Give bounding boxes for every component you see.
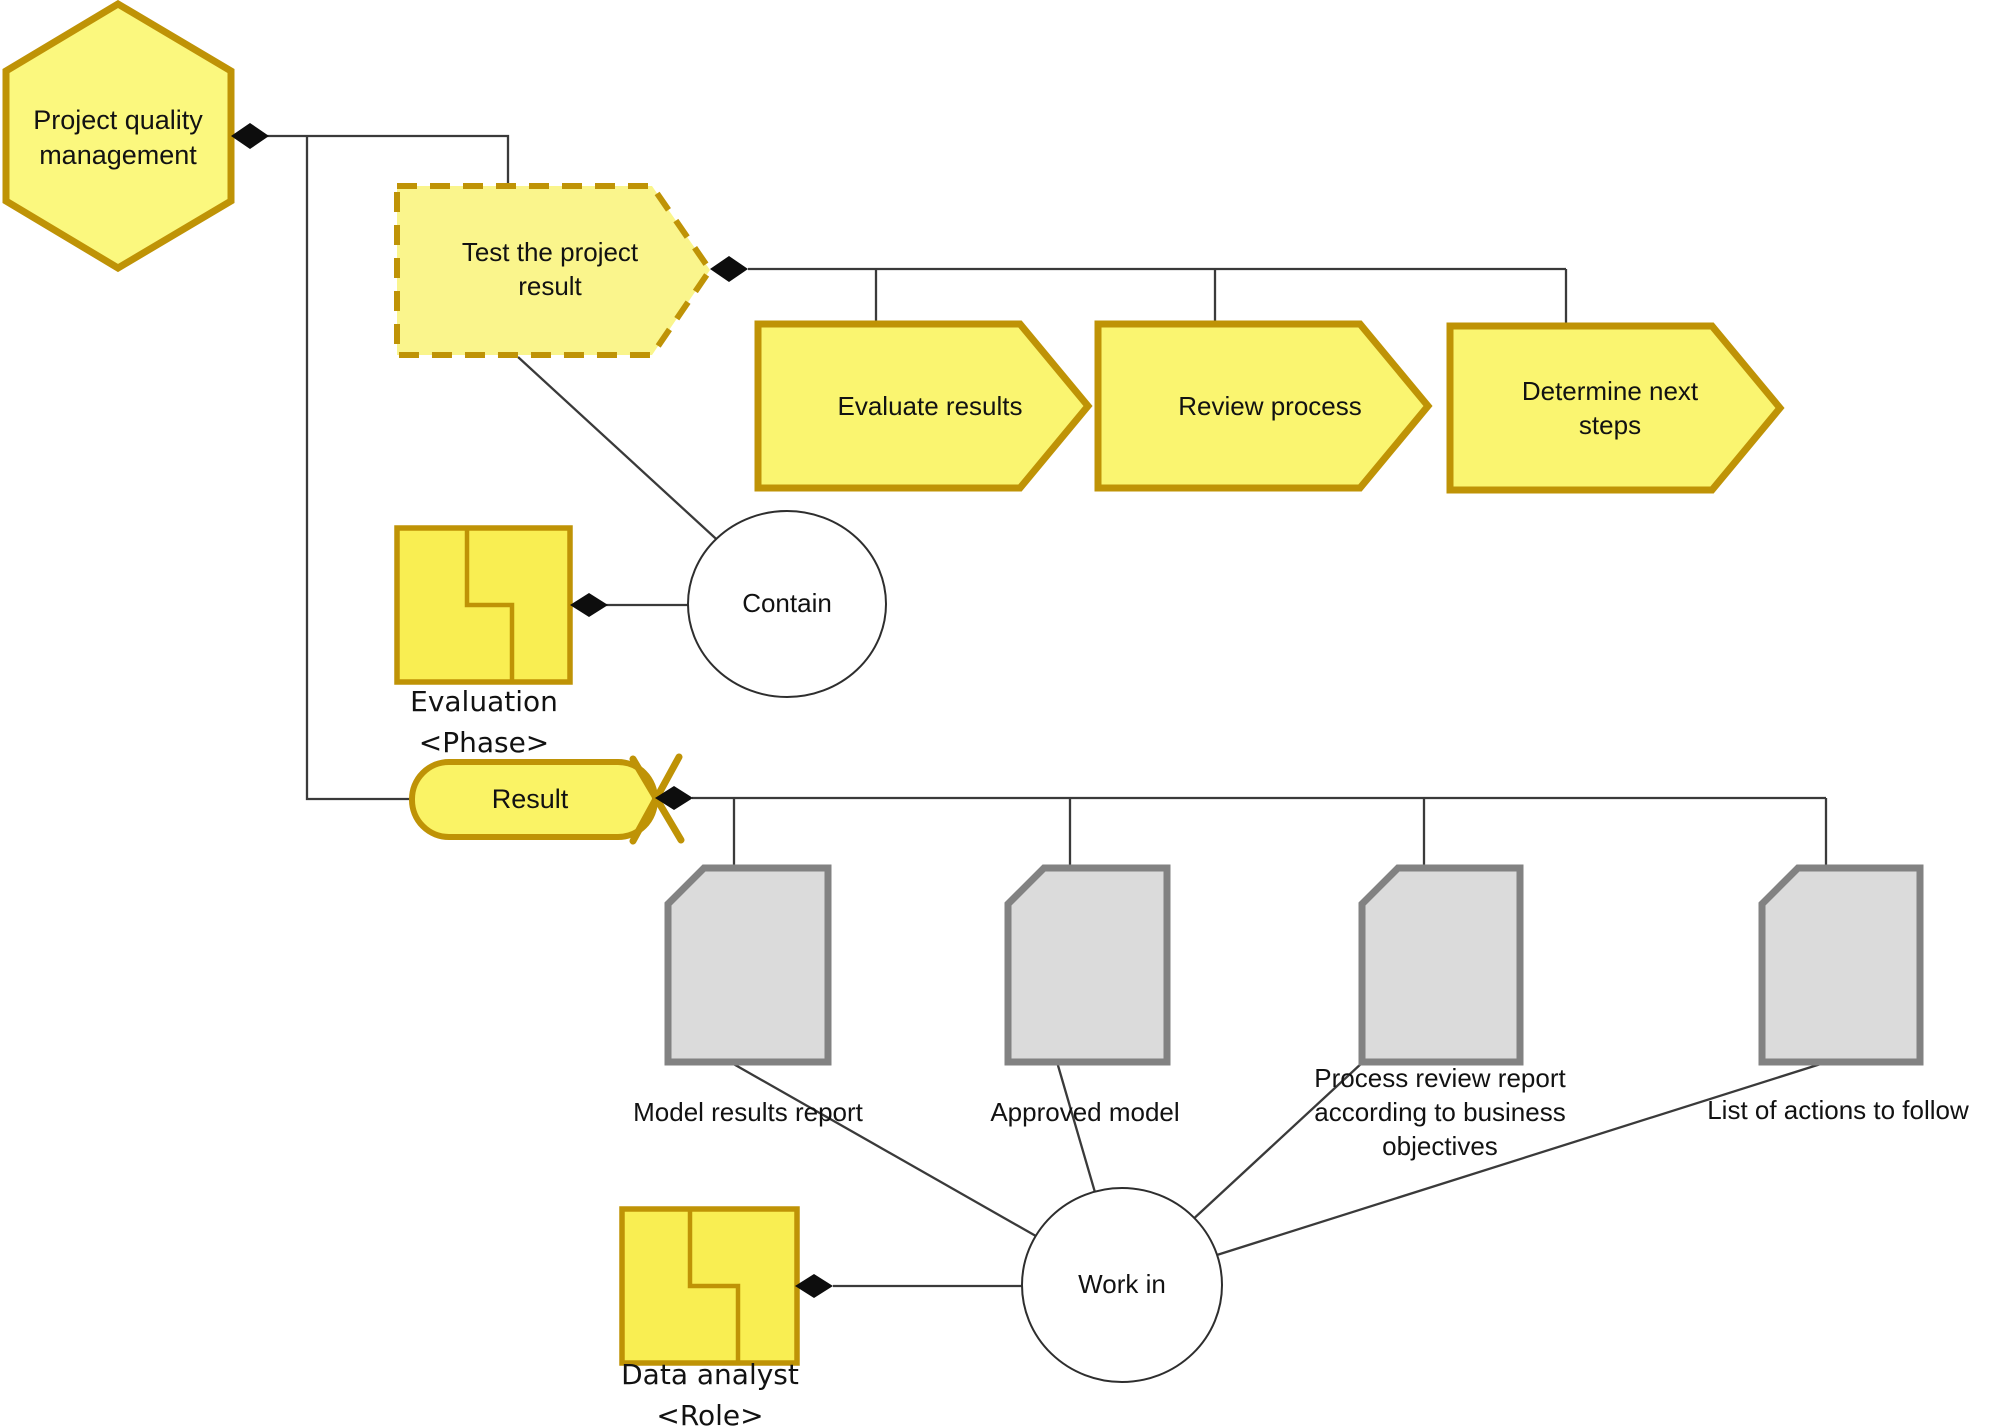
connector-doc4-to-workin[interactable] <box>1121 1060 1828 1287</box>
document-process-review-report[interactable] <box>1358 864 1524 1066</box>
diamond-data-analyst <box>795 1274 833 1298</box>
data-analyst-inner-glyph <box>687 1211 741 1361</box>
result-x-marker <box>629 755 685 844</box>
diamond-evaluation-phase <box>570 593 608 617</box>
main-process-label: Project quality management <box>33 104 203 170</box>
result-label: Result <box>491 784 569 815</box>
review-process-pentagon[interactable] <box>1094 320 1433 492</box>
document-label-list-of-actions: List of actions to follow <box>1707 1095 1969 1126</box>
evaluation-phase-inner-glyph <box>464 530 515 680</box>
document-label-model-results-report: Model results report <box>633 1097 863 1128</box>
main-process-hexagon[interactable] <box>2 0 235 273</box>
diamond-result <box>655 786 693 810</box>
contain-relation-label: Contain <box>742 588 832 619</box>
determine-next-steps-label: Determine next steps <box>1521 376 1699 440</box>
document-label-process-review-report: Process review report according to busin… <box>1314 1063 1566 1161</box>
evaluate-results-label: Evaluate results <box>837 391 1023 422</box>
work-in-relation-ellipse[interactable] <box>1021 1187 1223 1383</box>
diamond-main-process <box>231 123 269 149</box>
evaluation-phase-square[interactable] <box>394 525 573 685</box>
evaluate-results-pentagon[interactable] <box>754 320 1093 492</box>
diamond-test-result <box>710 256 748 282</box>
test-project-result-label: Test the project result <box>461 237 639 301</box>
evaluation-phase-label: Evaluation <Phase> <box>410 685 558 759</box>
data-analyst-role-label: Data analyst <Role> <box>621 1358 799 1428</box>
connector-hexagon-to-result[interactable] <box>305 136 412 801</box>
determine-next-steps-pentagon[interactable] <box>1446 322 1785 494</box>
document-label-approved-model: Approved model <box>990 1097 1180 1128</box>
work-in-relation-label: Work in <box>1078 1269 1166 1300</box>
document-model-results-report[interactable] <box>664 864 832 1066</box>
connector-hexagon-to-test[interactable] <box>250 134 510 188</box>
review-process-label: Review process <box>1178 391 1362 422</box>
contain-relation-ellipse[interactable] <box>687 510 887 698</box>
document-list-of-actions[interactable] <box>1758 864 1924 1066</box>
document-approved-model[interactable] <box>1004 864 1171 1066</box>
test-project-result-pentagon[interactable] <box>394 183 714 358</box>
